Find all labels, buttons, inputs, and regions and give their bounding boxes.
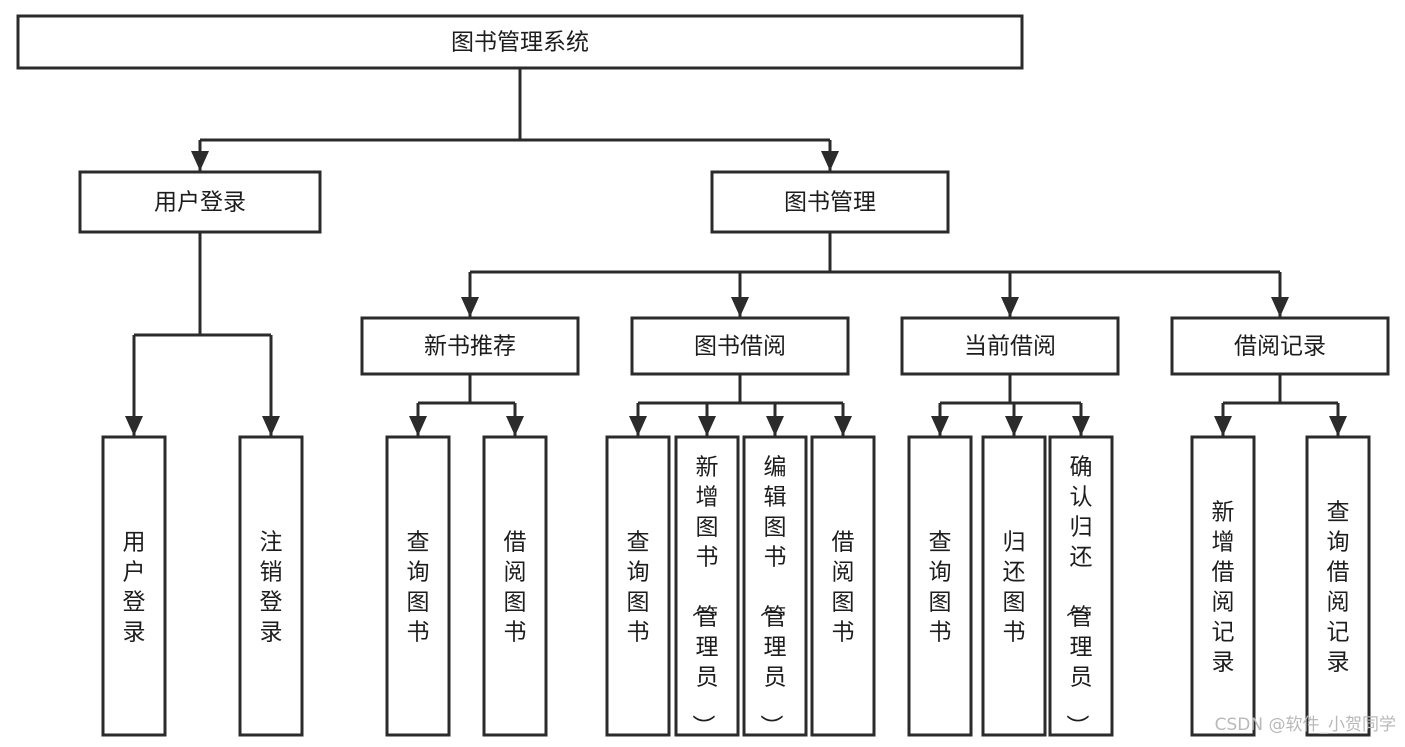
arrow-head-icon (191, 151, 209, 171)
node-label: 查询图书 (627, 529, 650, 645)
node-rect (674, 435, 740, 737)
node-borrow-records[interactable]: 借阅记录 (1170, 316, 1390, 376)
node-rect (1190, 435, 1256, 737)
node-label: 编辑图书（管理员） (758, 454, 787, 737)
arrow-head-icon (1005, 416, 1023, 436)
arrow-head-icon (629, 416, 647, 436)
node-rect (900, 316, 1120, 376)
node-label: 查询图书 (929, 529, 952, 645)
node-label: 图书管理 (784, 190, 876, 216)
arrow-head-icon (931, 416, 949, 436)
node-rect (1170, 316, 1390, 376)
arrow-head-icon (1271, 297, 1289, 317)
node-label: 确认归还（管理员） (1064, 454, 1093, 737)
arrow-head-icon (461, 297, 479, 317)
node-root[interactable]: 图书管理系统 (16, 14, 1024, 70)
node-leaf-borrow-query-book[interactable]: 查询图书 (605, 435, 671, 737)
arrow-head-icon (1214, 416, 1232, 436)
arrow-head-icon (1329, 416, 1347, 436)
node-book-management[interactable]: 图书管理 (710, 170, 950, 234)
connector-lines (125, 68, 1347, 436)
node-book-borrow[interactable]: 图书借阅 (630, 316, 850, 376)
arrow-head-icon (1072, 416, 1090, 436)
node-leaf-records-query-record[interactable]: 查询借阅记录 (1305, 435, 1371, 737)
arrow-head-icon (834, 416, 852, 436)
node-rect (360, 316, 580, 376)
arrow-head-icon (1001, 297, 1019, 317)
arrow-head-icon (766, 416, 784, 436)
node-rect (1305, 435, 1371, 737)
node-leaf-borrow-add-book[interactable]: 新增图书（管理员） (674, 435, 740, 737)
node-label: 借阅图书 (504, 529, 527, 645)
node-leaf-current-confirm-return[interactable]: 确认归还（管理员） (1048, 435, 1114, 737)
node-label: 归还图书 (1003, 529, 1026, 645)
arrow-head-icon (506, 416, 524, 436)
node-rect (101, 435, 167, 737)
node-rect (981, 435, 1047, 737)
node-label: 查询借阅记录 (1327, 499, 1350, 675)
node-user-login[interactable]: 用户登录 (78, 170, 322, 234)
node-label: 用户登录 (123, 529, 146, 645)
node-label: 借阅图书 (832, 529, 855, 645)
node-rect (710, 170, 950, 234)
node-leaf-recommend-query-book[interactable]: 查询图书 (385, 435, 451, 737)
node-label: 查询图书 (407, 529, 430, 645)
node-rect (238, 435, 304, 737)
arrow-head-icon (262, 416, 280, 436)
node-boxes: 图书管理系统用户登录图书管理新书推荐图书借阅当前借阅借阅记录用户登录注销登录查询… (16, 14, 1390, 737)
node-leaf-recommend-borrow-book[interactable]: 借阅图书 (482, 435, 548, 737)
node-label: 新增图书（管理员） (690, 454, 719, 737)
node-label: 图书管理系统 (451, 30, 589, 56)
node-label: 新书推荐 (424, 334, 516, 360)
arrow-head-icon (698, 416, 716, 436)
node-label: 当前借阅 (964, 334, 1056, 360)
node-leaf-user-logout[interactable]: 注销登录 (238, 435, 304, 737)
node-label: 新增借阅记录 (1212, 499, 1235, 675)
node-leaf-borrow-edit-book[interactable]: 编辑图书（管理员） (742, 435, 808, 737)
node-label: 图书借阅 (694, 334, 786, 360)
node-rect (742, 435, 808, 737)
node-leaf-user-login[interactable]: 用户登录 (101, 435, 167, 737)
node-rect (907, 435, 973, 737)
arrow-head-icon (821, 151, 839, 171)
node-label: 注销登录 (260, 529, 283, 645)
node-leaf-current-query-book[interactable]: 查询图书 (907, 435, 973, 737)
arrow-head-icon (125, 416, 143, 436)
node-label: 用户登录 (154, 190, 246, 216)
node-label: 借阅记录 (1234, 334, 1326, 360)
csdn-watermark: CSDN @软件_小贺同学 (1215, 715, 1396, 735)
node-rect (1048, 435, 1114, 737)
arrow-head-icon (409, 416, 427, 436)
node-new-book-recommend[interactable]: 新书推荐 (360, 316, 580, 376)
node-rect (16, 14, 1024, 70)
node-rect (605, 435, 671, 737)
node-rect (385, 435, 451, 737)
arrow-head-icon (731, 297, 749, 317)
node-leaf-current-return-book[interactable]: 归还图书 (981, 435, 1047, 737)
node-rect (482, 435, 548, 737)
node-rect (630, 316, 850, 376)
node-rect (810, 435, 876, 737)
node-leaf-records-add-record[interactable]: 新增借阅记录 (1190, 435, 1256, 737)
node-rect (78, 170, 322, 234)
node-current-borrow[interactable]: 当前借阅 (900, 316, 1120, 376)
node-leaf-borrow-borrow-book[interactable]: 借阅图书 (810, 435, 876, 737)
